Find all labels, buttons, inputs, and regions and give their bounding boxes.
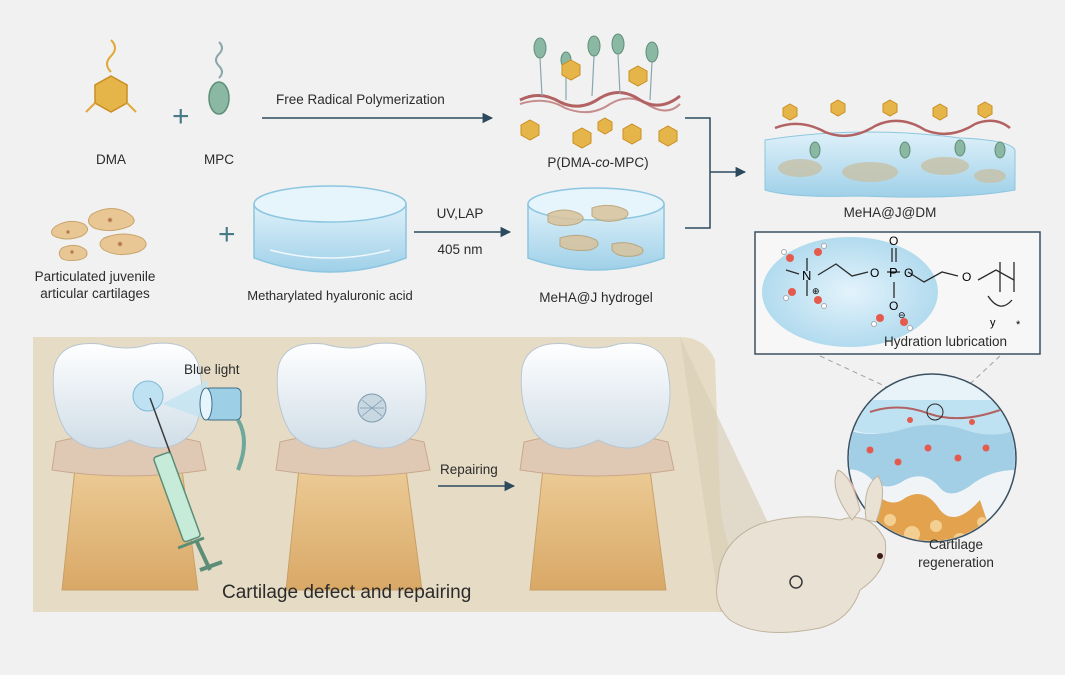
chem-o1: O bbox=[870, 266, 879, 280]
knee-joint-2 bbox=[275, 342, 431, 591]
particles-label-line1: Particulated juvenile bbox=[34, 269, 156, 284]
hydration-label: Hydration lubrication bbox=[884, 334, 1008, 349]
chem-o3: O bbox=[904, 266, 913, 280]
repairing-label: Repairing bbox=[440, 462, 498, 477]
particles-label-line2: articular cartilages bbox=[40, 286, 150, 301]
chem-star: * bbox=[1016, 319, 1021, 331]
chem-p: P bbox=[889, 265, 898, 280]
chem-o4: O bbox=[889, 299, 898, 313]
particles-label: Particulated juvenile articular cartilag… bbox=[35, 268, 156, 302]
regeneration-label: Cartilage regeneration bbox=[918, 536, 994, 572]
regeneration-label-line1: Cartilage bbox=[928, 537, 984, 552]
copolymer-label-pre: P(DMA- bbox=[547, 155, 596, 170]
meha-j-dm-label: MeHA@J@DM bbox=[843, 205, 937, 220]
svg-text:+: + bbox=[172, 100, 190, 133]
coated-hydrogel-slab bbox=[764, 99, 1016, 198]
meha-label: Metharylated hyaluronic acid bbox=[247, 288, 413, 303]
knee-joint-3 bbox=[519, 342, 675, 591]
copolymer-label: P(DMA-co-MPC) bbox=[547, 155, 648, 170]
chem-y: y bbox=[990, 317, 996, 329]
chem-minus: ⊖ bbox=[898, 311, 906, 321]
dma-label: DMA bbox=[96, 152, 126, 167]
copolymer-label-co: co bbox=[595, 155, 610, 170]
water-molecules bbox=[781, 243, 913, 331]
hydration-shell bbox=[762, 237, 938, 347]
merge-bracket bbox=[685, 117, 745, 229]
meha-j-label: MeHA@J hydrogel bbox=[539, 290, 653, 305]
blue-light-label: Blue light bbox=[184, 362, 240, 377]
mpc-structure bbox=[785, 248, 1015, 307]
free-radical-label: Free Radical Polymerization bbox=[276, 92, 445, 107]
uv-lap-label: UV,LAP bbox=[436, 206, 484, 221]
cartilage-particles bbox=[50, 208, 147, 261]
chem-plus: ⊕ bbox=[812, 287, 820, 297]
chem-o2: O bbox=[889, 234, 898, 248]
chem-o5: O bbox=[962, 270, 971, 284]
syringe-icon bbox=[149, 397, 223, 572]
meha-j-dish bbox=[527, 187, 665, 271]
knee-joint-1 bbox=[51, 342, 207, 591]
defect-repairing-label: Cartilage defect and repairing bbox=[222, 582, 472, 603]
blue-light-lamp-icon bbox=[162, 380, 246, 471]
copolymer-label-post: -MPC) bbox=[609, 155, 649, 170]
wavelength-label: 405 nm bbox=[437, 242, 483, 257]
meha-dish bbox=[253, 185, 407, 273]
chem-n: N bbox=[802, 268, 811, 283]
rabbit-illustration bbox=[716, 469, 887, 633]
regeneration-label-line2: regeneration bbox=[918, 555, 994, 570]
dma-monomer-icon bbox=[85, 39, 137, 113]
mpc-label: MPC bbox=[204, 152, 234, 167]
mpc-monomer-icon bbox=[208, 41, 230, 115]
svg-text:+: + bbox=[218, 218, 236, 251]
copolymer-chain bbox=[519, 33, 681, 149]
